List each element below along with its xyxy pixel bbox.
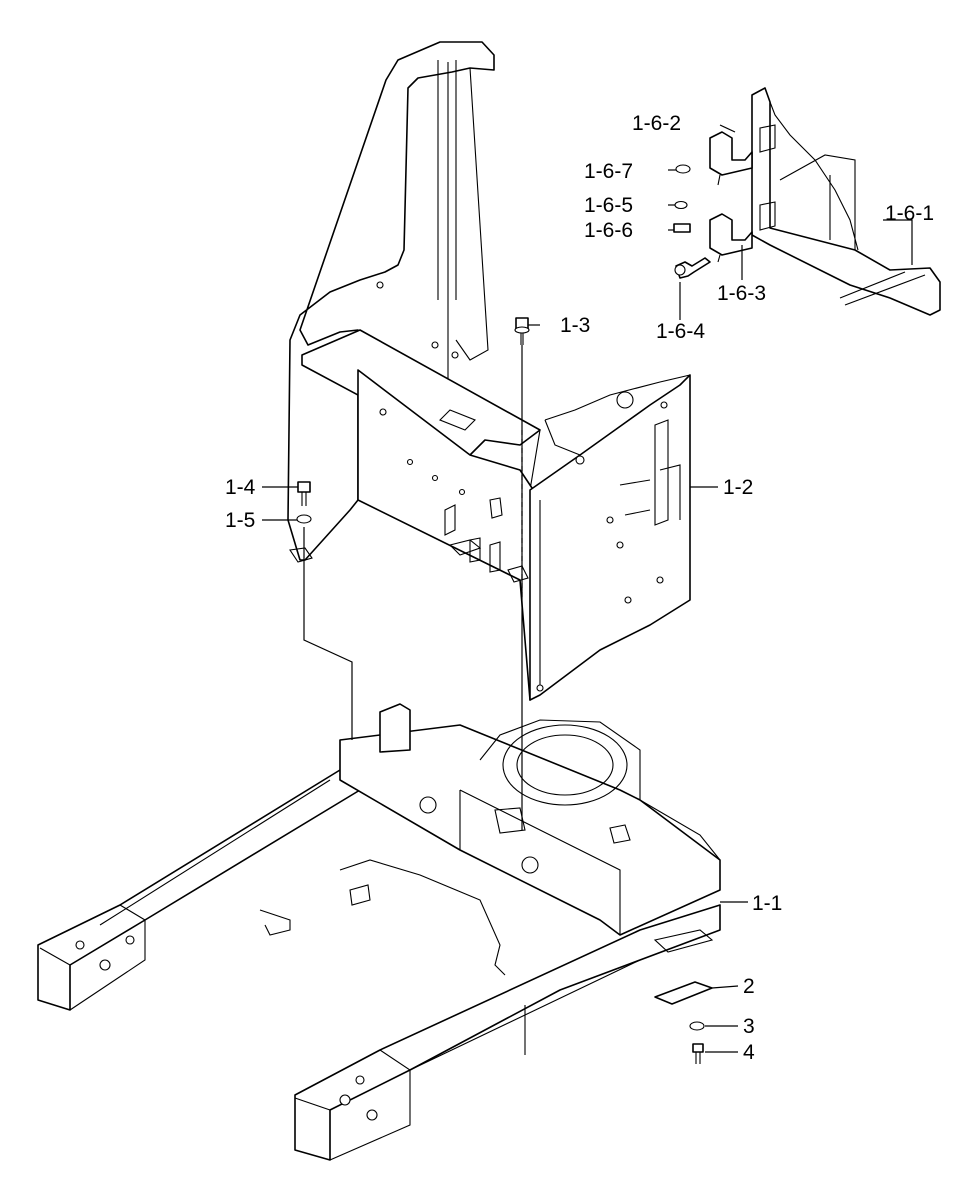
label-1-6-7: 1-6-7 xyxy=(584,160,633,183)
label-1-6-2: 1-6-2 xyxy=(632,112,681,135)
label-2: 2 xyxy=(743,975,755,998)
assembly-lines xyxy=(303,345,523,830)
label-1-5: 1-5 xyxy=(225,509,255,532)
fasteners xyxy=(296,317,713,1064)
leader-lines xyxy=(262,124,913,1053)
label-1-1: 1-1 xyxy=(752,892,782,915)
hinge-assembly xyxy=(673,87,941,316)
label-1-3: 1-3 xyxy=(560,314,590,337)
lower-main-frame xyxy=(37,703,721,1161)
part-labels: 1-6-2 1-6-7 1-6-5 1-6-6 1-6-1 1-6-3 1-6-… xyxy=(225,112,934,1064)
label-1-6-6: 1-6-6 xyxy=(584,219,633,242)
label-1-2: 1-2 xyxy=(723,476,753,499)
label-1-6-3: 1-6-3 xyxy=(717,282,766,305)
label-1-6-5: 1-6-5 xyxy=(584,194,633,217)
label-1-6-4: 1-6-4 xyxy=(656,320,705,343)
label-3: 3 xyxy=(743,1015,755,1038)
cab-support-frame xyxy=(287,41,691,701)
label-1-6-1: 1-6-1 xyxy=(885,202,934,225)
label-4: 4 xyxy=(743,1041,755,1064)
label-1-4: 1-4 xyxy=(225,476,256,499)
